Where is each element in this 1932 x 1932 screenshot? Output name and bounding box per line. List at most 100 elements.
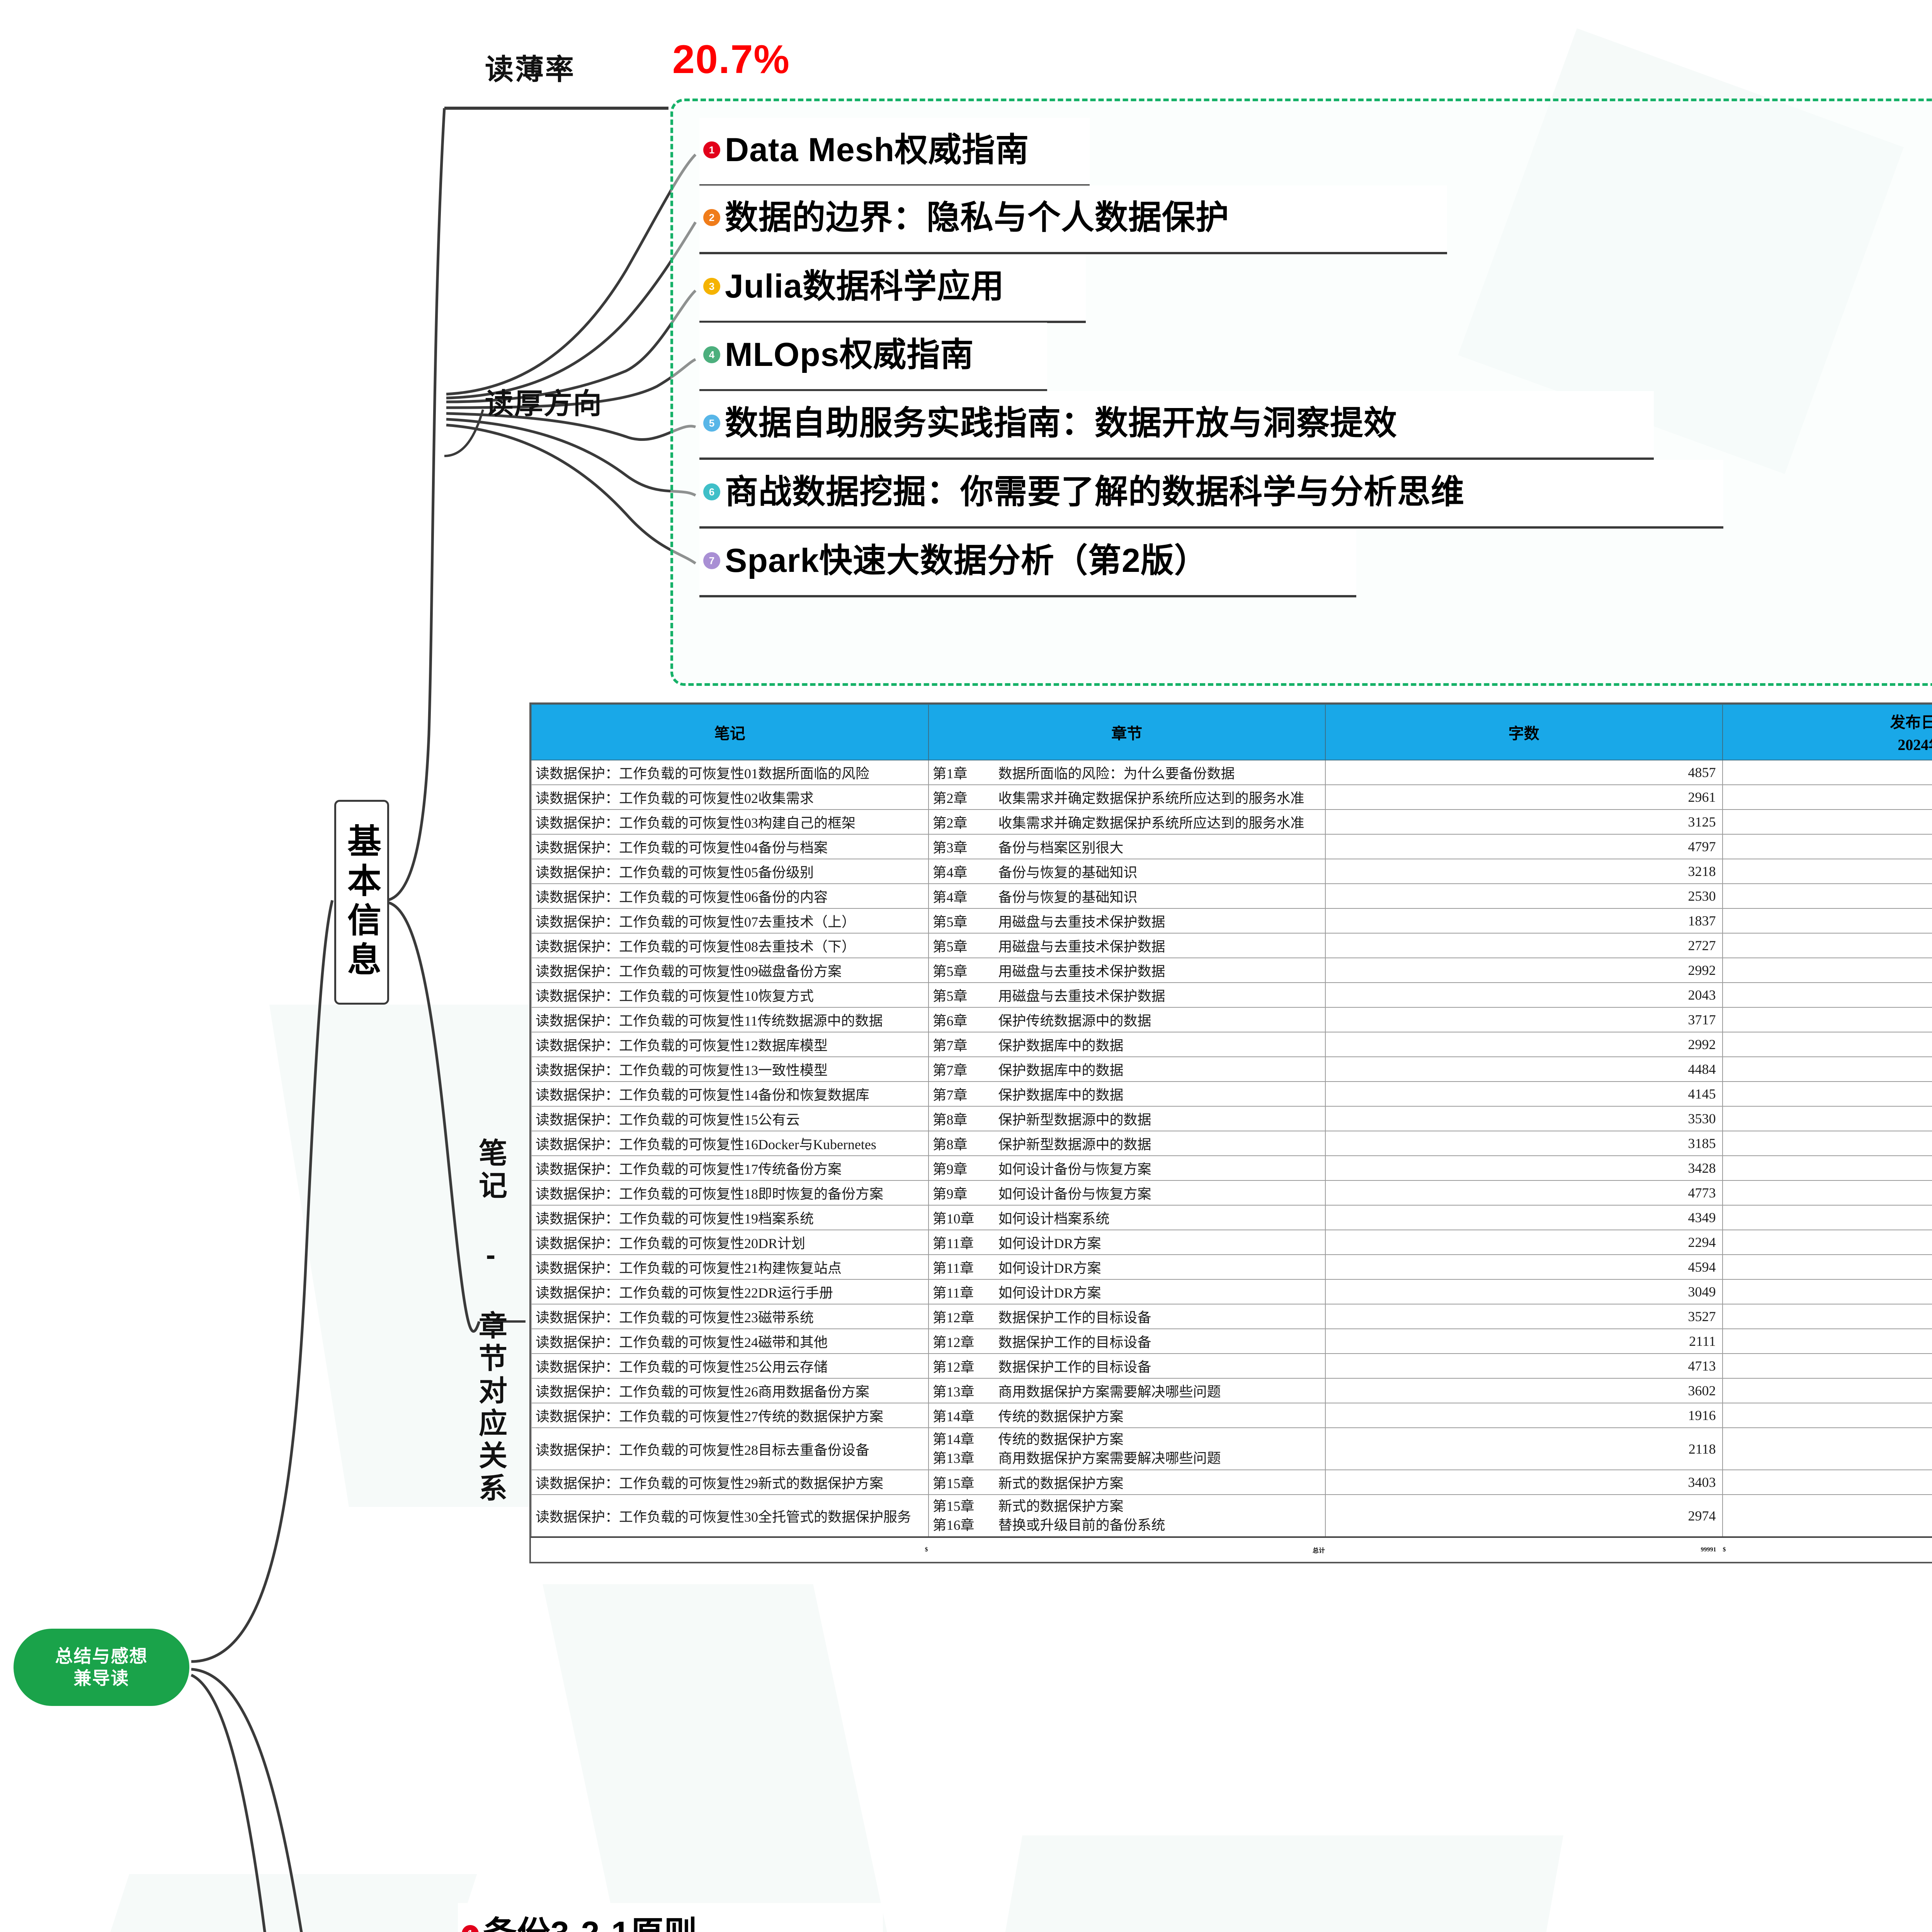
cell-note: 读数据保护：工作负载的可恢复性02收集需求 xyxy=(531,784,929,810)
cell-date: 12月2日 xyxy=(1722,760,1932,785)
cell-note: 读数据保护：工作负载的可恢复性06备份的内容 xyxy=(531,883,929,909)
note-chapter-table[interactable]: 笔记 章节 字数 发布日期 2024年 读数据保护：工作负载的可恢复性01数据所… xyxy=(529,702,1932,1564)
label-note-chapter-mapping: 笔记 - 章节对应关系 xyxy=(469,1051,512,1592)
cell-date: 12月12日 xyxy=(1722,1007,1932,1032)
cell-note: 读数据保护：工作负载的可恢复性20DR计划 xyxy=(531,1230,929,1255)
cell-note: 读数据保护：工作负载的可恢复性15公有云 xyxy=(531,1106,929,1131)
root-node[interactable]: 总结与感想 兼导读 xyxy=(14,1629,189,1706)
cell-note: 读数据保护：工作负载的可恢复性10恢复方式 xyxy=(531,982,929,1008)
cell-date: 2025年1月6日 xyxy=(1722,1403,1932,1428)
col-header-date-line2: 2024年 xyxy=(1898,736,1932,753)
root-node-line1: 总结与感想 xyxy=(55,1646,148,1666)
table-row[interactable]: 读数据保护：工作负载的可恢复性26商用数据备份方案第13章商用数据保护方案需要解… xyxy=(531,1378,1932,1403)
bullet-number-icon: 2 xyxy=(703,209,720,226)
value-thin-rate: 20.7% xyxy=(672,37,790,83)
cell-note: 读数据保护：工作负载的可恢复性25公用云存储 xyxy=(531,1353,929,1379)
cell-note: 读数据保护：工作负载的可恢复性18即时恢复的备份方案 xyxy=(531,1180,929,1206)
cell-chapter: 第7章保护数据库中的数据 xyxy=(928,1081,1326,1107)
cell-date: 12月31日 xyxy=(1722,1279,1932,1304)
cell-date: 12月6日 xyxy=(1722,859,1932,884)
cell-date: 2025年1月8日 xyxy=(1722,1469,1932,1495)
cell-date: 12月27日 xyxy=(1722,1180,1932,1206)
leaf-label: 商战数据挖掘：你需要了解的数据科学与分析思维 xyxy=(725,473,1464,510)
table-row[interactable]: 读数据保护：工作负载的可恢复性06备份的内容第4章备份与恢复的基础知识25301… xyxy=(531,883,1932,909)
cell-note: 读数据保护：工作负载的可恢复性12数据库模型 xyxy=(531,1032,929,1057)
leaf-label: Spark快速大数据分析（第2版） xyxy=(725,542,1208,579)
cell-words: 4857 xyxy=(1325,760,1723,785)
label-thin-rate: 读薄率 xyxy=(485,46,575,88)
cell-words: 3527 xyxy=(1325,1304,1723,1329)
table-row[interactable]: 读数据保护：工作负载的可恢复性18即时恢复的备份方案第9章如何设计备份与恢复方案… xyxy=(531,1180,1932,1206)
table-row[interactable]: 读数据保护：工作负载的可恢复性04备份与档案第3章备份与档案区别很大479712… xyxy=(531,834,1932,859)
col-header-date[interactable]: 发布日期 2024年 xyxy=(1722,704,1932,760)
cell-chapter: 第14章传统的数据保护方案 xyxy=(928,1403,1326,1428)
leaf-label: 数据的边界：隐私与个人数据保护 xyxy=(725,199,1229,236)
table-row[interactable]: 读数据保护：工作负载的可恢复性12数据库模型第7章保护数据库中的数据299212… xyxy=(531,1032,1932,1057)
table-row[interactable]: 读数据保护：工作负载的可恢复性15公有云第8章保护新型数据源中的数据353012… xyxy=(531,1106,1932,1131)
cell-date: 12月13日 xyxy=(1722,1032,1932,1057)
col-header-note[interactable]: 笔记 xyxy=(531,704,929,760)
cell-date: 12月26日 xyxy=(1722,1155,1932,1181)
table-row[interactable]: 读数据保护：工作负载的可恢复性22DR运行手册第11章如何设计DR方案30491… xyxy=(531,1279,1932,1304)
cell-chapter: 第4章备份与恢复的基础知识 xyxy=(928,883,1326,909)
cell-words: 4797 xyxy=(1325,834,1723,859)
table-row[interactable]: 读数据保护：工作负载的可恢复性21构建恢复站点第11章如何设计DR方案45941… xyxy=(531,1254,1932,1280)
cell-chapter: 第9章如何设计备份与恢复方案 xyxy=(928,1180,1326,1206)
table-row[interactable]: 读数据保护：工作负载的可恢复性11传统数据源中的数据第6章保护传统数据源中的数据… xyxy=(531,1007,1932,1032)
cell-chapter: 第12章数据保护工作的目标设备 xyxy=(928,1328,1326,1354)
cell-words: 2961 xyxy=(1325,784,1723,810)
table-row[interactable]: 读数据保护：工作负载的可恢复性30全托管式的数据保护服务第15章新式的数据保护方… xyxy=(531,1494,1932,1538)
table-row[interactable]: 读数据保护：工作负载的可恢复性13一致性模型第7章保护数据库中的数据448412… xyxy=(531,1056,1932,1082)
cell-note: 读数据保护：工作负载的可恢复性04备份与档案 xyxy=(531,834,929,859)
leaf-node[interactable]: 2 数据的边界：隐私与个人数据保护 xyxy=(699,185,1447,254)
leaf-node[interactable]: 1备份3-2-1原则 xyxy=(458,1903,883,1932)
table-row[interactable]: 读数据保护：工作负载的可恢复性03构建自己的框架第2章收集需求并确定数据保护系统… xyxy=(531,809,1932,835)
col-header-words[interactable]: 字数 xyxy=(1325,704,1723,760)
label-thick-direction-text: 读厚方向 xyxy=(485,388,602,420)
bullet-number-icon: 1 xyxy=(703,141,720,158)
col-header-chapter[interactable]: 章节 xyxy=(928,704,1326,760)
table-row[interactable]: 读数据保护：工作负载的可恢复性02收集需求第2章收集需求并确定数据保护系统所应达… xyxy=(531,784,1932,810)
table-row[interactable]: 读数据保护：工作负载的可恢复性01数据所面临的风险第1章数据所面临的风险：为什么… xyxy=(531,760,1932,785)
table-foot: $ 总计 99991 $ xyxy=(531,1536,1932,1562)
cell-words: 2992 xyxy=(1325,957,1723,983)
cell-words: 3125 xyxy=(1325,809,1723,835)
branch-basic-info[interactable]: 基本信息 xyxy=(334,800,389,1005)
cell-note: 读数据保护：工作负载的可恢复性03构建自己的框架 xyxy=(531,809,929,835)
cell-date: 12月24日 xyxy=(1722,1106,1932,1131)
cell-date: 2025年1月5日 xyxy=(1722,1378,1932,1403)
cell-chapter: 第2章收集需求并确定数据保护系统所应达到的服务水准 xyxy=(928,809,1326,835)
cell-words: 2043 xyxy=(1325,982,1723,1008)
cell-chapter: 第12章数据保护工作的目标设备 xyxy=(928,1304,1326,1329)
table-row[interactable]: 读数据保护：工作负载的可恢复性20DR计划第11章如何设计DR方案229412月… xyxy=(531,1230,1932,1255)
cell-date: 12月25日 xyxy=(1722,1131,1932,1156)
table-row[interactable]: 读数据保护：工作负载的可恢复性28目标去重备份设备第14章传统的数据保护方案第1… xyxy=(531,1427,1932,1471)
cell-words: 4594 xyxy=(1325,1254,1723,1280)
total-trailing: $ xyxy=(1722,1536,1932,1562)
cell-words: 1916 xyxy=(1325,1403,1723,1428)
cell-date: 12月9日 xyxy=(1722,933,1932,958)
table-row[interactable]: 读数据保护：工作负载的可恢复性05备份级别第4章备份与恢复的基础知识321812… xyxy=(531,859,1932,884)
cell-words: 3218 xyxy=(1325,859,1723,884)
cell-chapter: 第5章用磁盘与去重技术保护数据 xyxy=(928,982,1326,1008)
table-row[interactable]: 读数据保护：工作负载的可恢复性19档案系统第10章如何设计档案系统434912月… xyxy=(531,1205,1932,1230)
